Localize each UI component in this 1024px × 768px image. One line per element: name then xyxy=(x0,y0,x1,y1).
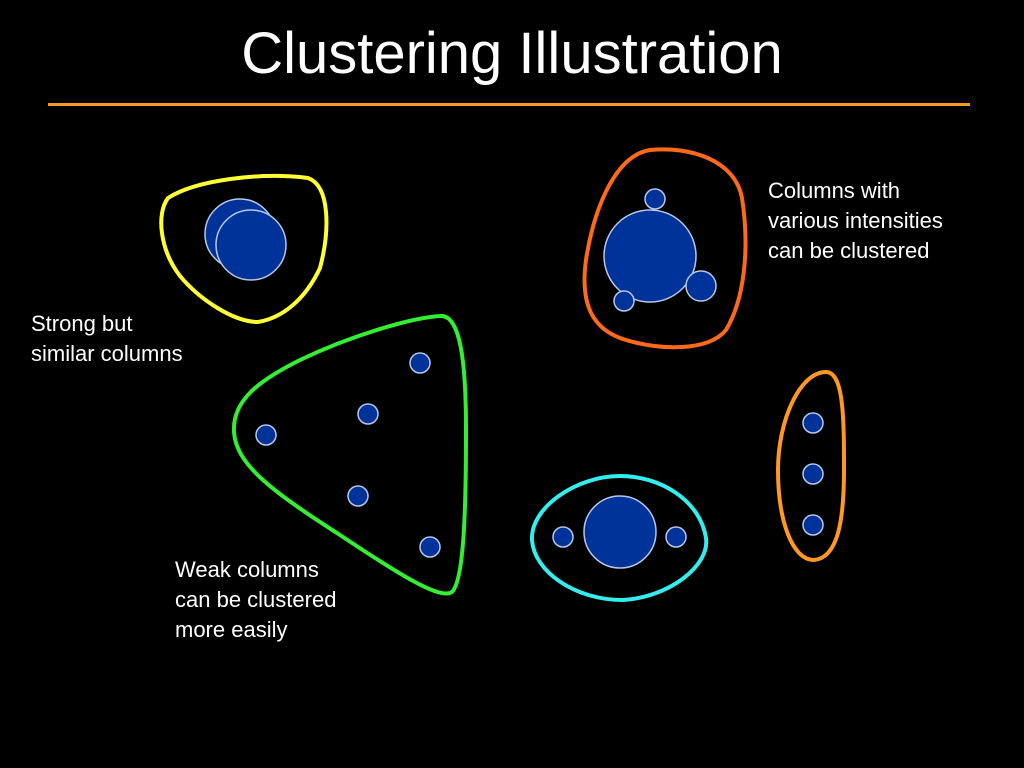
green-cluster-node xyxy=(419,536,441,558)
cyan-cluster-outline xyxy=(529,473,709,603)
cyan-cluster-node xyxy=(665,526,687,548)
annotation-line: can be clustered xyxy=(175,587,337,612)
slide-title: Clustering Illustration xyxy=(241,21,783,86)
weak-columns-annotation: Weak columns can be clustered more easil… xyxy=(175,555,336,645)
green-cluster-node xyxy=(357,403,379,425)
strong-similar-annotation: Strong but similar columns xyxy=(31,309,183,369)
orange-red-cluster-outline xyxy=(582,147,748,350)
annotation-line: Columns with xyxy=(768,178,901,203)
annotation-line: similar columns xyxy=(31,341,183,366)
orange-cluster-node xyxy=(802,514,824,536)
various-intensities-annotation: Columns with various intensities can be … xyxy=(768,176,943,266)
orange-red-cluster-node xyxy=(685,270,717,302)
orange-red-cluster-node xyxy=(644,188,666,210)
annotation-line: more easily xyxy=(175,617,288,642)
orange-red-cluster-node xyxy=(603,209,697,303)
green-cluster-node xyxy=(409,352,431,374)
annotation-line: Strong but xyxy=(31,311,133,336)
annotation-line: various intensities xyxy=(768,208,943,233)
annotation-line: can be clustered xyxy=(768,238,930,263)
orange-cluster-node xyxy=(802,412,824,434)
orange-cluster-node xyxy=(802,463,824,485)
cyan-cluster-node xyxy=(583,495,657,569)
yellow-cluster-node xyxy=(215,209,287,281)
green-cluster-node xyxy=(347,485,369,507)
green-cluster-node xyxy=(255,424,277,446)
green-cluster-outline xyxy=(231,314,469,596)
cyan-cluster-node xyxy=(552,526,574,548)
annotation-line: Weak columns xyxy=(175,557,319,582)
yellow-cluster-outline xyxy=(159,174,329,325)
orange-cluster-outline xyxy=(775,369,847,563)
orange-red-cluster-node xyxy=(613,290,635,312)
title-underline xyxy=(48,103,970,106)
